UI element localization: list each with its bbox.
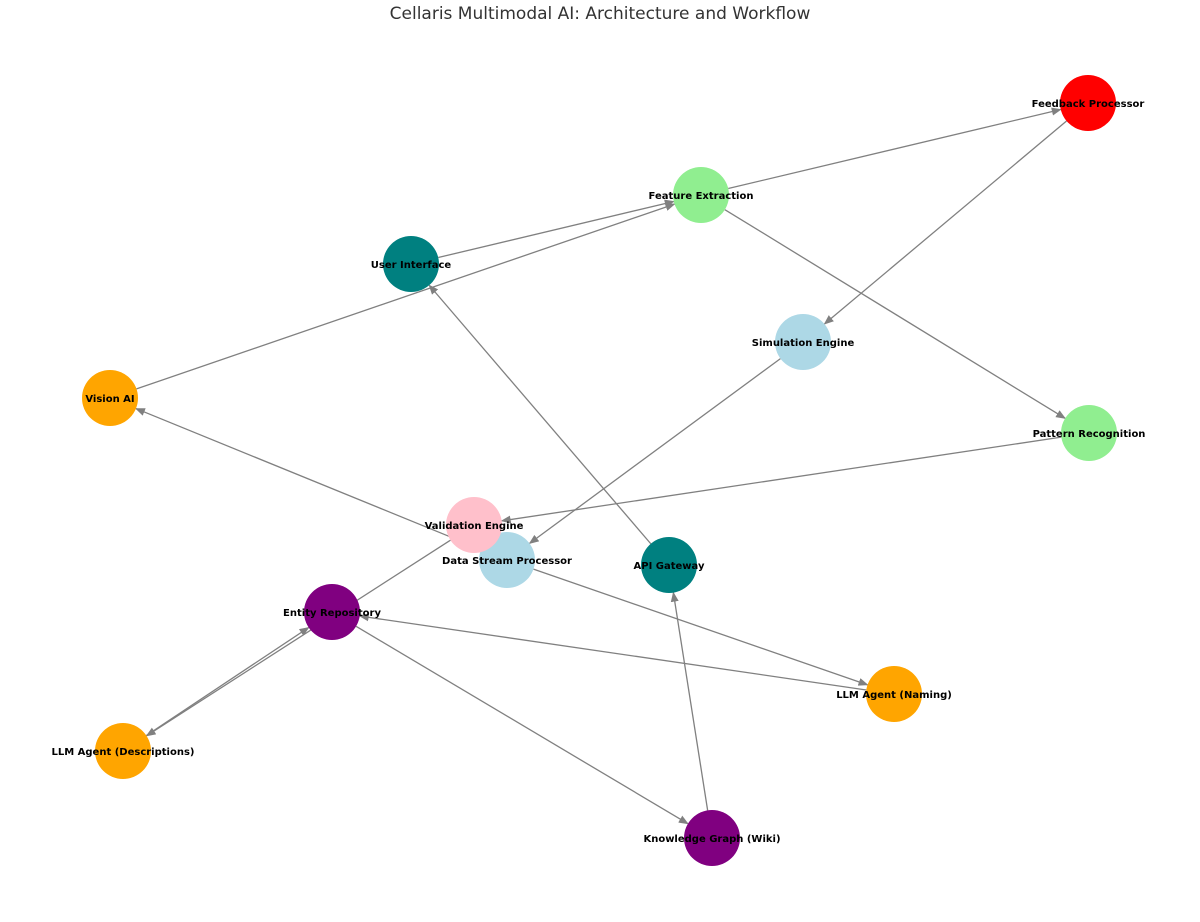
node-label-feedback: Feedback Processor xyxy=(1032,99,1145,110)
node-label-datastream: Data Stream Processor xyxy=(442,556,572,567)
node-naming xyxy=(866,666,922,722)
node-layer xyxy=(82,75,1117,866)
node-kg xyxy=(684,810,740,866)
node-label-kg: Knowledge Graph (Wiki) xyxy=(643,834,780,845)
node-label-vision: Vision AI xyxy=(85,394,134,405)
node-feature xyxy=(673,167,729,223)
node-pattern xyxy=(1061,405,1117,461)
node-validation xyxy=(446,497,502,553)
node-vision xyxy=(82,370,138,426)
node-label-sim: Simulation Engine xyxy=(752,338,855,349)
node-api xyxy=(641,537,697,593)
node-label-naming: LLM Agent (Naming) xyxy=(836,690,952,701)
edge-datastream-to-naming xyxy=(533,568,869,686)
node-label-entity: Entity Repository xyxy=(283,608,381,619)
node-desc xyxy=(95,723,151,779)
edge-validation-to-desc xyxy=(145,539,451,737)
edge-feature-to-pattern xyxy=(724,209,1066,419)
edge-pattern-to-validation xyxy=(500,436,1062,524)
edge-layer xyxy=(134,107,1067,825)
node-label-pattern: Pattern Recognition xyxy=(1033,429,1146,440)
diagram-title: Cellaris Multimodal AI: Architecture and… xyxy=(389,4,811,24)
edge-feature-to-feedback xyxy=(728,107,1062,190)
node-label-api: API Gateway xyxy=(634,561,705,572)
edge-kg-to-api xyxy=(670,591,709,811)
node-label-validation: Validation Engine xyxy=(425,521,524,532)
node-label-ui: User Interface xyxy=(371,260,452,271)
node-label-desc: LLM Agent (Descriptions) xyxy=(51,747,194,758)
node-datastream xyxy=(479,532,535,588)
edge-api-to-ui xyxy=(428,284,652,545)
edge-desc-to-entity xyxy=(145,626,310,737)
edge-datastream-to-vision xyxy=(134,407,482,551)
edge-entity-to-kg xyxy=(355,625,689,825)
node-sim xyxy=(775,314,831,370)
edge-naming-to-entity xyxy=(358,613,867,691)
edge-vision-to-feature xyxy=(136,203,676,390)
edge-sim-to-datastream xyxy=(528,358,781,544)
node-ui xyxy=(383,236,439,292)
edge-ui-to-feature xyxy=(438,199,675,259)
node-label-feature: Feature Extraction xyxy=(649,191,754,202)
node-feedback xyxy=(1060,75,1116,131)
node-entity xyxy=(304,584,360,640)
edge-feedback-to-sim xyxy=(823,120,1067,325)
